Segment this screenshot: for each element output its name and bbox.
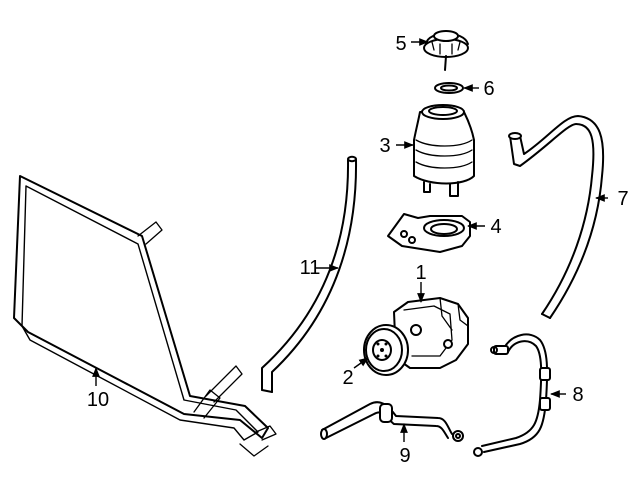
hose-11-part [261, 155, 358, 393]
callout-8: 8 [572, 384, 583, 406]
reservoir-cap-part [423, 30, 469, 71]
callout-4: 4 [490, 216, 501, 238]
callout-2: 2 [342, 367, 353, 389]
callout-5: 5 [395, 33, 406, 55]
leader-lines [92, 38, 608, 442]
callout-1: 1 [415, 262, 426, 284]
cooler-part [13, 175, 277, 457]
return-line-part [320, 401, 464, 442]
hose-7-part [508, 115, 605, 319]
callout-10: 10 [87, 389, 109, 411]
bracket-part [387, 213, 471, 253]
pump-part [393, 297, 469, 369]
callout-3: 3 [379, 135, 390, 157]
pulley-part [363, 324, 409, 376]
callout-9: 9 [399, 445, 410, 467]
reservoir-part [413, 104, 475, 197]
seal-part [434, 82, 464, 94]
pressure-line-part [473, 333, 551, 457]
callout-11: 11 [300, 257, 321, 279]
callout-7: 7 [617, 188, 628, 210]
callout-6: 6 [483, 78, 494, 100]
